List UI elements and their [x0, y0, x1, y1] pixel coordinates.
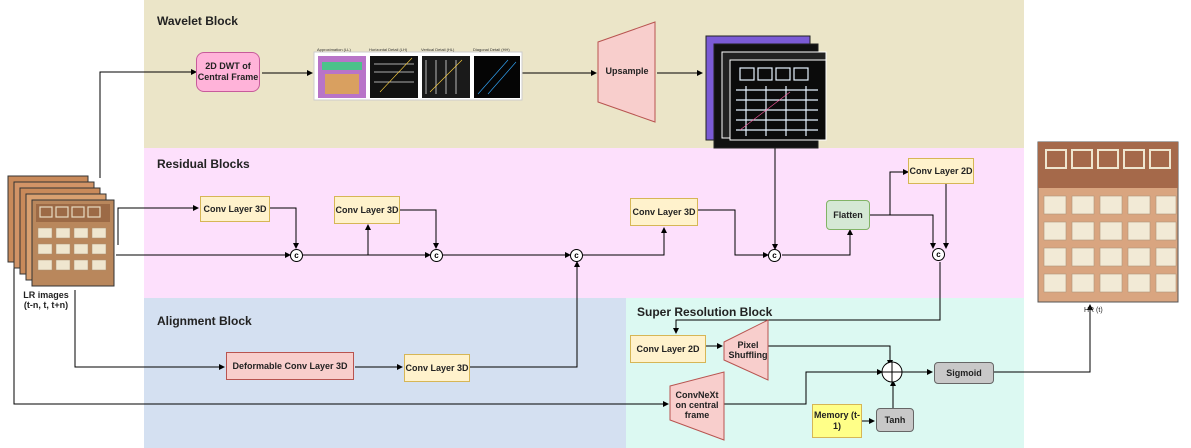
wavelet-caption-ll: Approximation (LL)	[317, 47, 351, 52]
alignment-block-region	[144, 298, 626, 448]
sigmoid-node: Sigmoid	[934, 362, 994, 384]
residual-block-region	[144, 148, 1024, 298]
residual-conv2d: Conv Layer 2D	[908, 158, 974, 184]
deformable-conv-node: Deformable Conv Layer 3D	[226, 352, 354, 380]
dwt-node: 2D DWT of Central Frame	[196, 52, 260, 92]
wavelet-block-title: Wavelet Block	[157, 14, 238, 28]
wavelet-block-region	[144, 0, 1024, 148]
alignment-conv3d: Conv Layer 3D	[404, 354, 470, 382]
residual-conv3d-2: Conv Layer 3D	[334, 196, 400, 224]
sr-conv2d: Conv Layer 2D	[630, 335, 706, 363]
wavelet-caption-hh: Diagonal Detail (HH)	[473, 47, 510, 52]
flatten-node: Flatten	[826, 200, 870, 230]
memory-node: Memory (t-1)	[812, 404, 862, 438]
alignment-block-title: Alignment Block	[157, 314, 252, 328]
hr-output-label: HR (t)	[1084, 307, 1103, 314]
pixel-shuffling-label: Pixel Shuffling	[728, 340, 768, 360]
residual-conv3d-1: Conv Layer 3D	[200, 196, 270, 222]
wavelet-caption-lh: Horizontal Detail (LH)	[369, 47, 408, 52]
wavelet-caption-hl: Vertical Detail (HL)	[421, 47, 455, 52]
concat-node-3: c	[570, 249, 583, 262]
upsample-label: Upsample	[605, 66, 649, 76]
lr-image-stack	[7, 175, 115, 287]
concat-node-1: c	[290, 249, 303, 262]
concat-node-5: c	[932, 248, 945, 261]
convnext-label: ConvNeXt on central frame	[675, 390, 719, 420]
lr-images-label: LR images (t-n, t, t+n)	[23, 290, 69, 310]
upsampled-detail-stack	[705, 35, 827, 149]
concat-node-4: c	[768, 249, 781, 262]
residual-block-title: Residual Blocks	[157, 157, 250, 171]
wavelet-subbands	[313, 51, 523, 101]
hr-output-image	[1037, 141, 1179, 303]
residual-conv3d-3: Conv Layer 3D	[630, 198, 698, 226]
tanh-node: Tanh	[876, 408, 914, 432]
super-resolution-block-title: Super Resolution Block	[637, 305, 773, 319]
concat-node-2: c	[430, 249, 443, 262]
